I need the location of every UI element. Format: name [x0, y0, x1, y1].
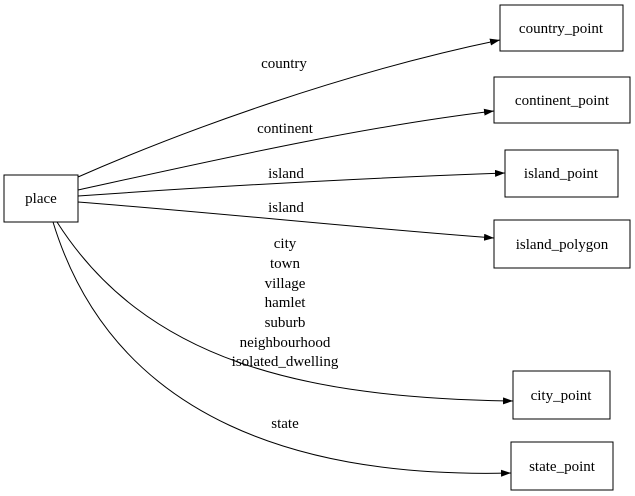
- edge-label-neighbourhood: neighbourhood: [240, 335, 331, 351]
- node-country-point-label: country_point: [519, 21, 604, 37]
- node-place-label: place: [25, 191, 57, 207]
- edge-label-country: country: [261, 56, 307, 72]
- node-island-point-box: [504, 149, 619, 198]
- node-place-box: [3, 174, 79, 223]
- node-city-point-box: [512, 370, 611, 420]
- edge-label-island-polygon: island: [268, 200, 304, 216]
- edge-place-island_point: [77, 169, 506, 197]
- edge-place-island_polygon: [77, 201, 495, 241]
- node-island-polygon-box: [493, 219, 631, 269]
- node-island-polygon-label: island_polygon: [516, 237, 609, 253]
- node-country-point: country_point: [499, 4, 624, 52]
- edge-place-city_point: [56, 221, 514, 405]
- edge-label-suburb: suburb: [265, 315, 306, 331]
- edge-label-continent: continent: [257, 121, 314, 137]
- edge-place-continent_point: [77, 108, 495, 191]
- edge-label-village: village: [265, 276, 306, 292]
- edge-label-island-point: island: [268, 166, 304, 182]
- edge-place-state_point: [52, 221, 512, 477]
- edge-place-country_point: [77, 38, 501, 178]
- node-city-point-label: city_point: [531, 388, 593, 404]
- node-island-polygon: island_polygon: [493, 219, 631, 269]
- edge-label-isolated-dwelling: isolated_dwelling: [232, 354, 339, 370]
- node-place: place: [3, 174, 79, 223]
- node-continent-point-label: continent_point: [515, 93, 610, 109]
- node-continent-point: continent_point: [493, 76, 631, 124]
- node-continent-point-box: [493, 76, 631, 124]
- edge-label-city-multiline: city town village hamlet suburb neighbou…: [232, 236, 339, 370]
- node-state-point-box: [510, 441, 614, 491]
- node-country-point-box: [499, 4, 624, 52]
- node-state-point: state_point: [510, 441, 614, 491]
- node-city-point: city_point: [512, 370, 611, 420]
- node-state-point-label: state_point: [529, 459, 596, 475]
- edge-label-state: state: [271, 416, 299, 432]
- edge-label-town: town: [270, 256, 301, 272]
- node-island-point-label: island_point: [524, 166, 599, 182]
- node-island-point: island_point: [504, 149, 619, 198]
- edge-label-city: city: [274, 236, 297, 252]
- edge-label-hamlet: hamlet: [265, 295, 307, 311]
